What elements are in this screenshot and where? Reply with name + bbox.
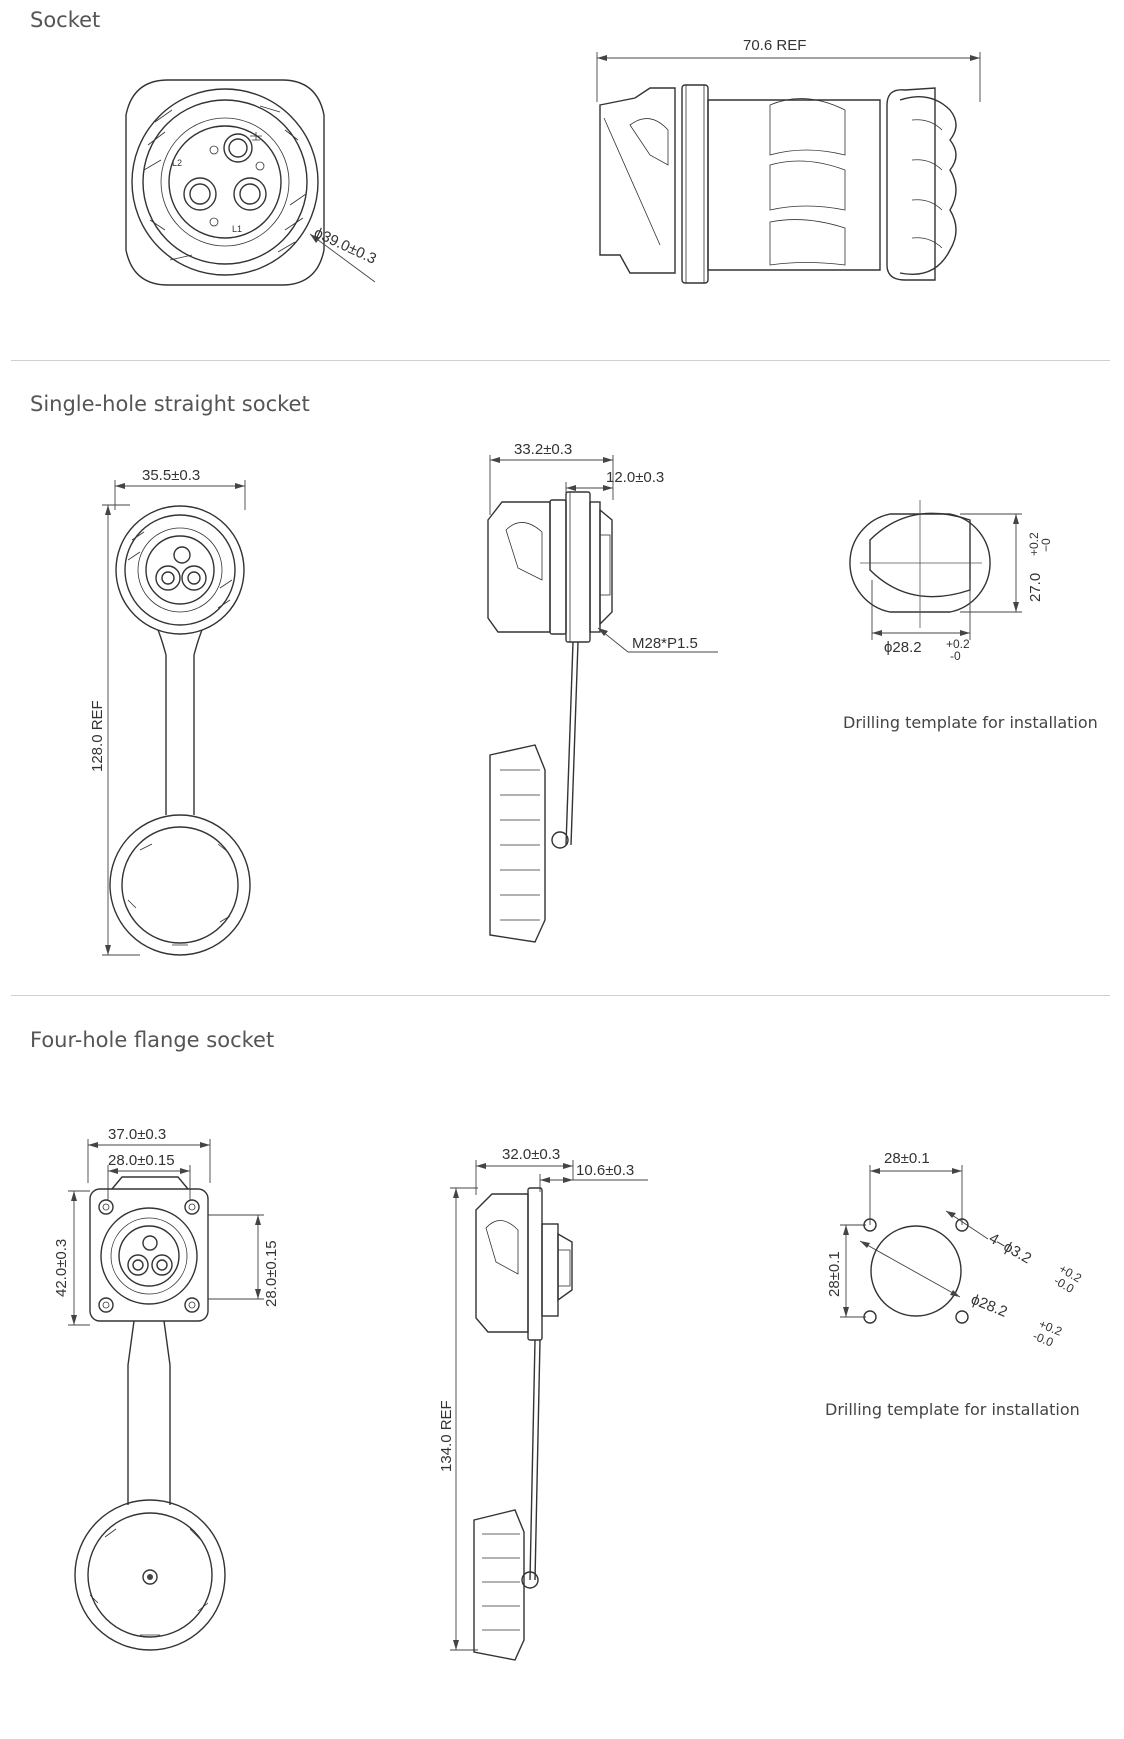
single-hole-template-flat-label: 27.0 <box>1027 573 1044 602</box>
single-hole-side-view: 33.2±0.3 12.0±0.3 M28*P1.5 <box>487 441 718 943</box>
four-hole-front-body <box>74 1176 226 1651</box>
single-hole-thread-leader <box>597 627 718 653</box>
single-hole-thread-label: M28*P1.5 <box>632 635 698 652</box>
four-hole-pitch-height-label: 28.0±0.15 <box>263 1240 280 1307</box>
single-hole-template-caption: Drilling template for installation <box>843 713 1098 732</box>
socket-front-housing <box>125 79 325 286</box>
single-hole-side-body <box>487 491 613 943</box>
socket-length-label: 70.6 REF <box>743 37 806 54</box>
single-hole-template-flat-tol-minus: −0 <box>1039 538 1053 552</box>
four-hole-template-pitch-x-label: 28±0.1 <box>884 1150 930 1167</box>
four-hole-template-pitch-y-label: 28±0.1 <box>826 1251 843 1297</box>
four-hole-side-body <box>473 1187 573 1661</box>
single-hole-overall-dimension <box>489 455 614 515</box>
four-hole-drilling-template: 28±0.1 28±0.1 4–ϕ3.2 +0.2 -0.0 ϕ28.2 +0.… <box>826 1150 1084 1350</box>
four-hole-length-dimension <box>450 1187 478 1651</box>
four-hole-flange-label: 10.6±0.3 <box>576 1162 634 1179</box>
four-hole-pitch-height-dimension <box>208 1214 264 1300</box>
four-hole-pitch-width-dimension <box>107 1165 191 1200</box>
single-hole-length-label: 128.0 REF <box>89 700 106 772</box>
socket-side-view: 70.6 REF <box>596 37 981 284</box>
socket-front-contacts <box>183 132 267 227</box>
four-hole-outer-height-dimension <box>68 1190 90 1326</box>
single-hole-front-body <box>109 505 251 956</box>
single-hole-drilling-template: 27.0 +0.2 −0 ϕ28.2 +0.2 -0 <box>849 500 1053 663</box>
four-hole-length-label: 134.0 REF <box>438 1400 455 1472</box>
section-divider-1 <box>11 360 1110 361</box>
single-hole-template-profile <box>849 500 991 628</box>
section-title-single-hole: Single-hole straight socket <box>30 392 310 416</box>
four-hole-pitch-width-label: 28.0±0.15 <box>108 1152 175 1169</box>
four-hole-template-pitch-x-dimension <box>869 1165 963 1225</box>
four-hole-side-view: 32.0±0.3 10.6±0.3 134.0 REF <box>438 1146 648 1661</box>
single-hole-template-flat-tol-plus: +0.2 <box>1027 532 1041 556</box>
four-hole-template-dia-leader <box>859 1240 961 1298</box>
four-hole-template-caption: Drilling template for installation <box>825 1400 1080 1419</box>
socket-front-view: L2 L1 ϕ39.0±0.3 <box>125 79 379 286</box>
single-hole-template-dia-tol-plus: +0.2 <box>946 637 970 651</box>
four-hole-front-view: 37.0±0.3 28.0±0.15 42.0±0.3 28.0±0.15 <box>53 1126 280 1651</box>
single-hole-template-dia-tol-minus: -0 <box>950 649 961 663</box>
socket-length-dimension <box>596 52 981 102</box>
four-hole-template-dia-label: ϕ28.2 <box>969 1291 1010 1321</box>
section-title-four-hole: Four-hole flange socket <box>30 1028 275 1052</box>
four-hole-template-holes-label: 4–ϕ3.2 <box>986 1230 1034 1268</box>
socket-pin-l1-label: L1 <box>232 224 242 234</box>
socket-pin-l2-label: L2 <box>172 158 182 168</box>
section-title-socket: Socket <box>30 8 101 32</box>
single-hole-overall-label: 33.2±0.3 <box>514 441 572 458</box>
four-hole-overall-dimension <box>475 1160 574 1195</box>
four-hole-template-holes <box>863 1218 969 1324</box>
single-hole-width-label: 35.5±0.3 <box>142 467 200 484</box>
single-hole-template-dia-label: ϕ28.2 <box>884 639 922 656</box>
single-hole-length-dimension <box>102 504 140 956</box>
four-hole-outer-height-label: 42.0±0.3 <box>53 1239 70 1297</box>
four-hole-outer-width-dimension <box>87 1139 211 1183</box>
socket-diameter-label: ϕ39.0±0.3 <box>311 224 379 268</box>
four-hole-template-pitch-y-dimension <box>840 1224 866 1318</box>
section-divider-2 <box>11 995 1110 996</box>
single-hole-flange-label: 12.0±0.3 <box>606 469 664 486</box>
four-hole-flange-dimension <box>539 1174 648 1192</box>
single-hole-width-dimension <box>114 480 246 510</box>
socket-diameter-leader <box>309 233 376 283</box>
four-hole-overall-label: 32.0±0.3 <box>502 1146 560 1163</box>
single-hole-template-dia-dimension <box>871 580 971 640</box>
single-hole-front-view: 35.5±0.3 128.0 REF <box>89 467 251 956</box>
four-hole-outer-width-label: 37.0±0.3 <box>108 1126 166 1143</box>
four-hole-template-holes-leader <box>945 1210 989 1240</box>
single-hole-template-flat-dimension <box>960 513 1022 613</box>
socket-side-body <box>599 84 957 284</box>
